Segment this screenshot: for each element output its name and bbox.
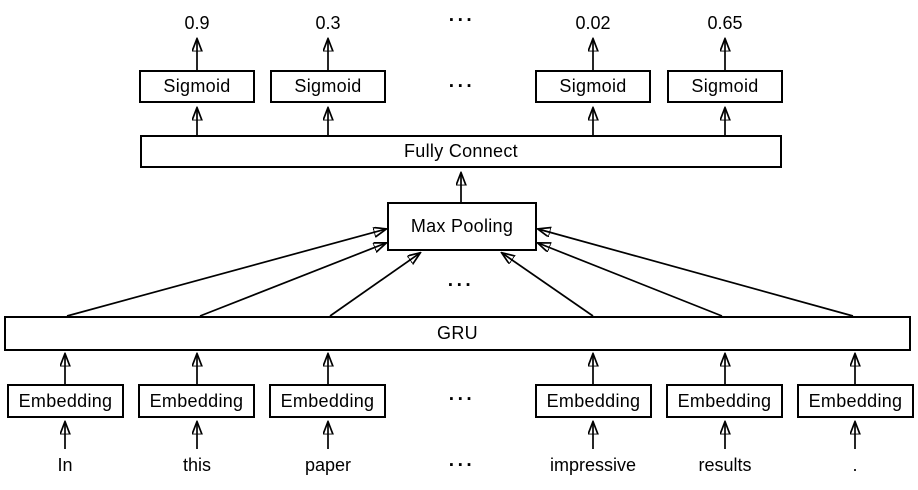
- gru-label: GRU: [437, 323, 478, 343]
- max-pooling-label: Max Pooling: [410, 216, 514, 236]
- embedding-label: Embedding: [546, 390, 641, 411]
- sigmoid-label: Sigmoid: [691, 76, 759, 96]
- sigmoid-box: Sigmoid: [667, 70, 783, 103]
- output-value: 0.65: [707, 13, 743, 33]
- embedding-box: Embedding: [797, 384, 914, 418]
- input-token: impressive: [549, 455, 637, 475]
- sigmoid-label: Sigmoid: [559, 76, 627, 96]
- output-value: 0.3: [315, 13, 341, 33]
- ellipsis-hidden-states: ···: [447, 275, 475, 296]
- ellipsis-embedding-row: ···: [448, 389, 476, 410]
- output-value: 0.02: [575, 13, 611, 33]
- ellipsis-sigmoid-row: ···: [448, 76, 476, 97]
- embedding-box: Embedding: [269, 384, 386, 418]
- max-pooling-box: Max Pooling: [387, 202, 537, 251]
- embedding-box: Embedding: [666, 384, 783, 418]
- input-token: this: [182, 455, 212, 475]
- input-token: paper: [304, 455, 352, 475]
- ellipsis-tokens: ···: [448, 455, 476, 476]
- arrow-gru-to-maxpool: [66, 229, 386, 317]
- fully-connect-label: Fully Connect: [404, 141, 518, 161]
- sigmoid-box: Sigmoid: [270, 70, 386, 103]
- arrow-gru-to-maxpool: [538, 243, 723, 317]
- embedding-label: Embedding: [677, 390, 772, 411]
- arrow-gru-to-maxpool: [502, 253, 594, 317]
- sigmoid-label: Sigmoid: [294, 76, 362, 96]
- input-token: .: [852, 455, 858, 475]
- embedding-label: Embedding: [280, 390, 375, 411]
- arrow-gru-to-maxpool: [329, 253, 420, 317]
- embedding-box: Embedding: [7, 384, 124, 418]
- gru-box: GRU: [4, 316, 911, 351]
- arrow-gru-to-maxpool: [538, 229, 854, 317]
- arrow-gru-to-maxpool: [199, 243, 386, 317]
- embedding-label: Embedding: [18, 390, 113, 411]
- output-value: 0.9: [184, 13, 210, 33]
- input-token: results: [698, 455, 752, 475]
- sigmoid-box: Sigmoid: [535, 70, 651, 103]
- sigmoid-label: Sigmoid: [163, 76, 231, 96]
- embedding-label: Embedding: [149, 390, 244, 411]
- sigmoid-box: Sigmoid: [139, 70, 255, 103]
- embedding-box: Embedding: [138, 384, 255, 418]
- embedding-label: Embedding: [808, 390, 903, 411]
- embedding-box: Embedding: [535, 384, 652, 418]
- input-token: In: [57, 455, 73, 475]
- ellipsis-outputs: ···: [448, 10, 476, 31]
- fully-connect-box: Fully Connect: [140, 135, 782, 168]
